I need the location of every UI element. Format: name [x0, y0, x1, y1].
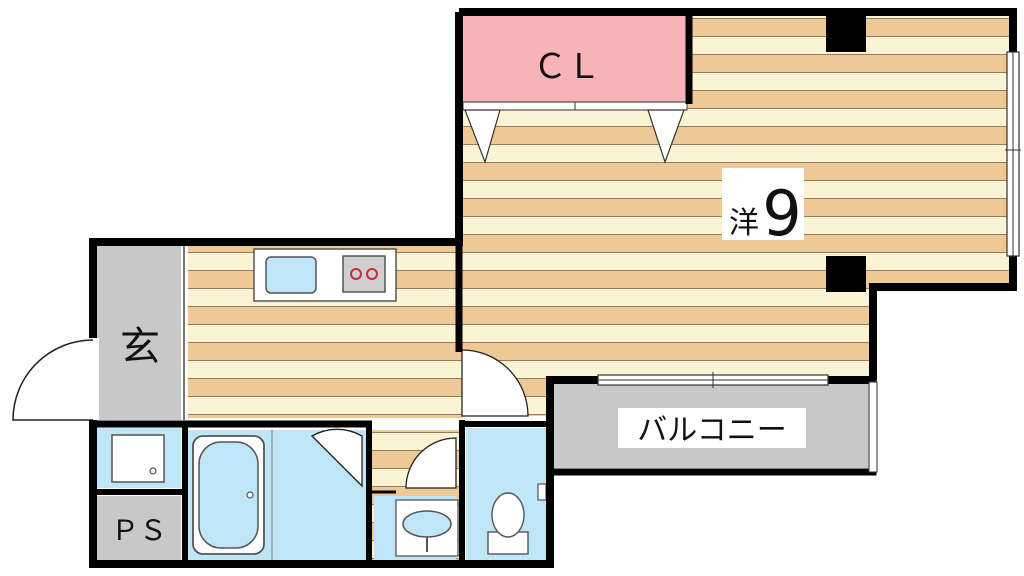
closet-area [463, 16, 687, 102]
front-door-swing [12, 339, 94, 421]
stove-icon [342, 255, 386, 293]
kitchen-sink-icon [265, 256, 317, 294]
closet-label: ＣＬ [533, 47, 601, 87]
washer-drain-icon [149, 467, 157, 475]
closet-door-right [647, 109, 685, 164]
bathroom [188, 428, 366, 560]
room-label-bg [722, 168, 804, 240]
room-size-label: 9 [762, 177, 801, 250]
front-door [12, 338, 99, 421]
washbasin-bowl-icon [402, 510, 452, 538]
toilet-room [466, 428, 547, 560]
bathroom-door-swing [310, 428, 363, 488]
pipe-space: ＰＳ [97, 496, 181, 560]
room-label-prefix: 洋 [729, 206, 759, 241]
column-bottom [826, 256, 866, 292]
balcony-side-window [868, 381, 878, 473]
toilet-paper-icon [537, 483, 547, 501]
bathtub-drain-icon [246, 491, 254, 499]
closet: ＣＬ [462, 16, 688, 164]
burner-right-icon [366, 268, 378, 280]
entrance-floor [97, 246, 181, 420]
balcony-label: バルコニー [637, 413, 786, 448]
entrance-label: 玄 [120, 324, 160, 370]
washer-area [97, 428, 181, 488]
balcony-side-frame [868, 381, 878, 473]
washer-icon [111, 434, 165, 483]
column-top [826, 14, 866, 52]
washroom-door-swing [405, 437, 457, 489]
washbasin-area [374, 437, 459, 560]
closet-door-left [464, 109, 501, 164]
toilet-bowl-icon [491, 492, 525, 538]
right-window [1005, 51, 1021, 257]
balcony: バルコニー [553, 384, 871, 468]
pipe-space-label: ＰＳ [111, 514, 167, 547]
entrance: 玄 [97, 246, 185, 420]
balcony-label-bg [618, 408, 806, 448]
pipe-space-floor [97, 496, 181, 560]
front-door-opening [89, 338, 99, 420]
room-door-swing [461, 349, 529, 417]
outside-area [877, 292, 1017, 492]
balcony-window [597, 372, 829, 388]
kitchen-corridor [188, 246, 463, 418]
burner-left-icon [350, 268, 362, 280]
bathtub-inner [198, 441, 259, 549]
